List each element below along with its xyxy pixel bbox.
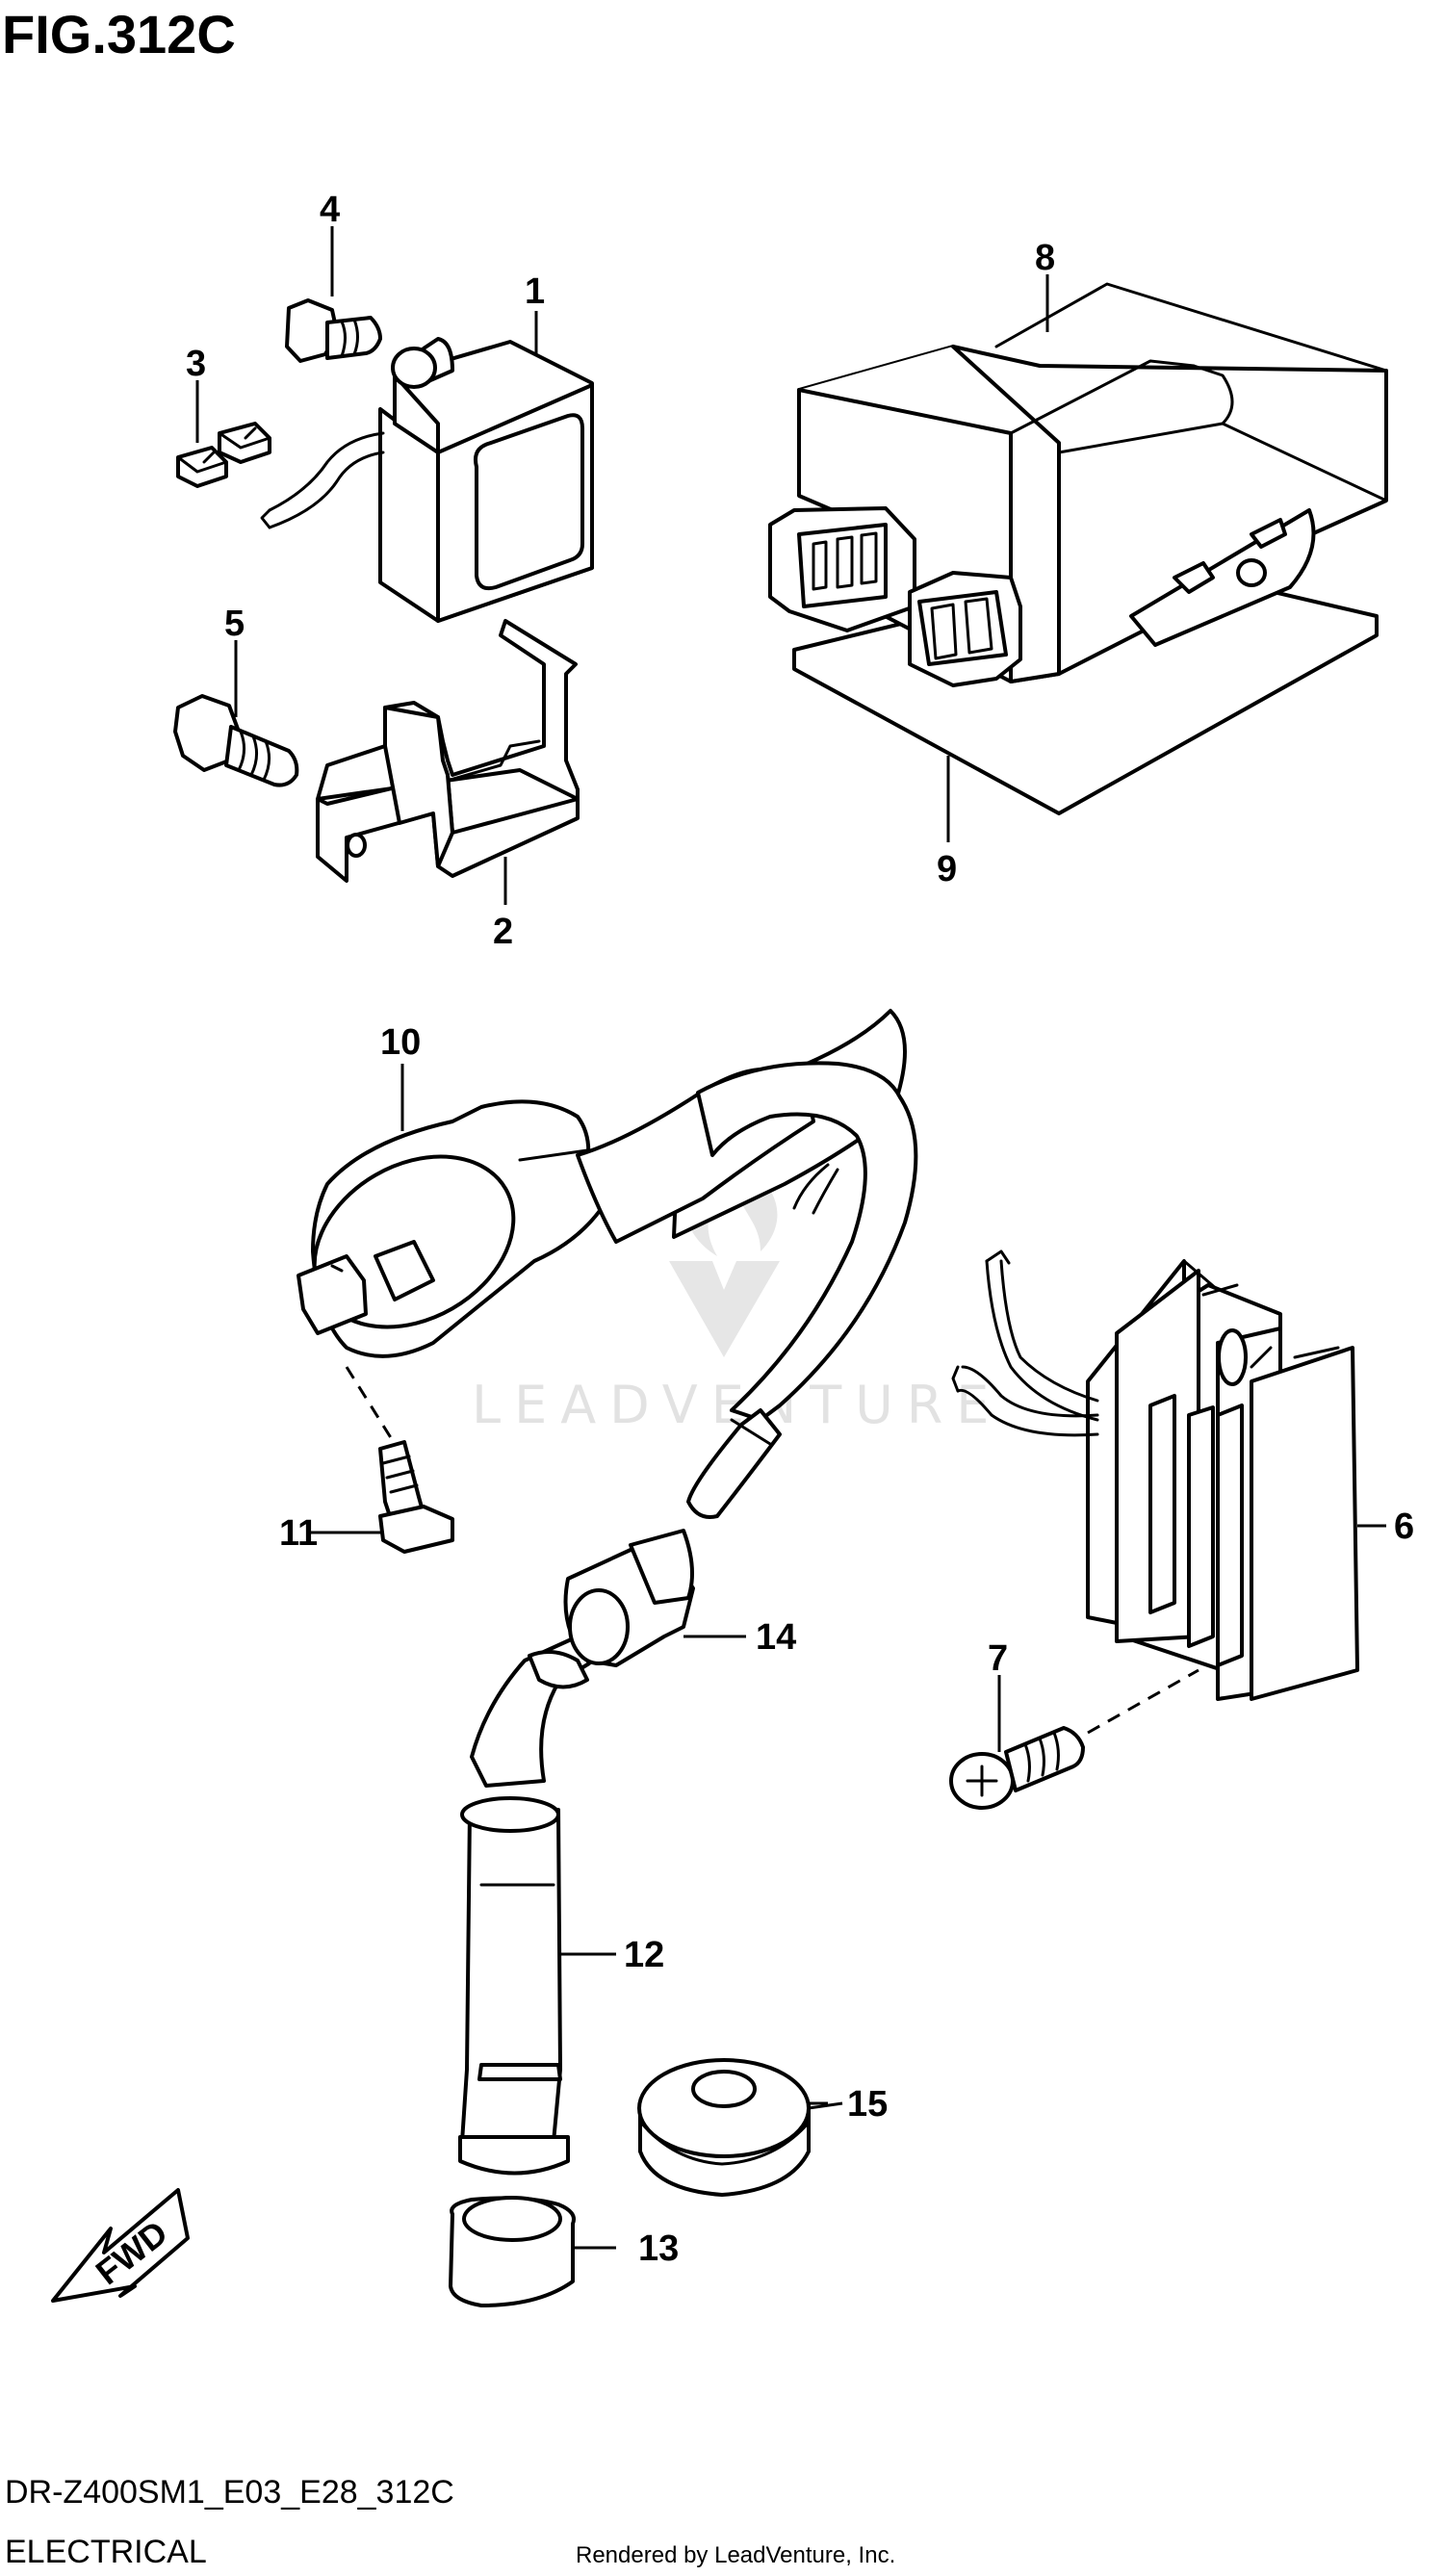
- callout-6: 6: [1394, 1507, 1414, 1547]
- callout-10: 10: [380, 1022, 421, 1063]
- watermark-text: LEADVENTURE: [472, 1375, 1002, 1435]
- part-7-screw[interactable]: [949, 1726, 1085, 1810]
- part-6-regulator[interactable]: [951, 1249, 1359, 1701]
- callout-7: 7: [988, 1638, 1008, 1679]
- part-12-plug-cap[interactable]: [458, 1635, 591, 2176]
- callout-13: 13: [638, 2228, 679, 2269]
- section-name: ELECTRICAL: [5, 2534, 207, 2570]
- callout-8: 8: [1035, 238, 1055, 278]
- callout-3: 3: [186, 344, 206, 384]
- callout-9: 9: [937, 849, 957, 889]
- callout-5: 5: [224, 604, 245, 644]
- callout-4: 4: [320, 190, 340, 230]
- part-10-ignition-coil[interactable]: [284, 1009, 918, 1519]
- rendered-by: Rendered by LeadVenture, Inc.: [576, 2542, 895, 2568]
- part-5-bolt[interactable]: [173, 694, 299, 787]
- figure-title: FIG.312C: [2, 4, 236, 64]
- watermark: LEADVENTURE: [472, 1150, 1002, 1435]
- callout-11: 11: [279, 1513, 318, 1554]
- part-3-connector[interactable]: [176, 422, 271, 488]
- callout-15: 15: [847, 2084, 888, 2125]
- part-15-grommet[interactable]: [637, 2058, 811, 2197]
- callout-12: 12: [624, 1935, 664, 1975]
- part-11-bolt[interactable]: [378, 1440, 454, 1554]
- callout-2: 2: [493, 912, 513, 952]
- part-1-relay[interactable]: [260, 337, 594, 623]
- callout-1: 1: [525, 271, 545, 312]
- part-2-bracket[interactable]: [316, 619, 580, 883]
- leader-lines: [195, 226, 1386, 2250]
- callout-14: 14: [756, 1617, 796, 1658]
- callout-numbers: 1 2 3 4 5 6 7 8 9 10 11 12 13 14 15: [186, 190, 1414, 2269]
- model-code: DR-Z400SM1_E03_E28_312C: [5, 2474, 454, 2511]
- assembly-lines: [345, 1366, 1199, 1735]
- part-13-cap[interactable]: [449, 2196, 576, 2307]
- part-4-bolt[interactable]: [285, 298, 382, 363]
- part-14-boot[interactable]: [563, 1529, 695, 1667]
- fwd-arrow-icon: FWD: [51, 2188, 190, 2303]
- part-8-control-unit[interactable]: [768, 282, 1388, 687]
